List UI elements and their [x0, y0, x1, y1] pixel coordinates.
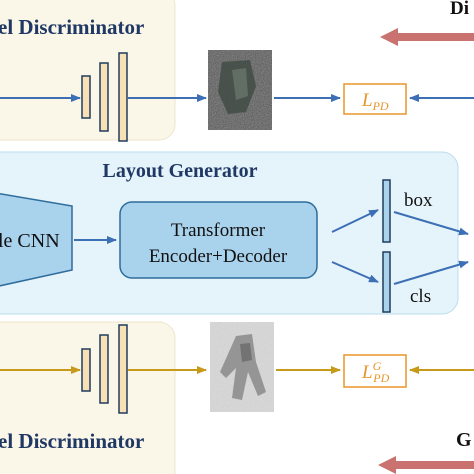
- bottom-layer-2: [99, 334, 109, 404]
- box-to-right-arrow: [393, 211, 469, 236]
- bottom-red-arrow: [378, 456, 474, 474]
- top-discriminator-title: el Discriminator: [0, 15, 144, 39]
- top-red-arrow: [380, 28, 474, 46]
- transformer-block: [119, 201, 318, 279]
- cls-to-right-arrow: [393, 260, 469, 285]
- bottom-loss-sub: PD: [372, 371, 389, 385]
- transformer-to-cls-arrow: [331, 261, 379, 283]
- bottom-layout-image: [210, 322, 274, 412]
- top-loss-main: L: [361, 90, 373, 111]
- top-layer-2: [99, 62, 109, 132]
- top-right-label: Di: [450, 0, 469, 19]
- top-loss-sub: PD: [372, 99, 389, 113]
- top-discriminator-layers: [81, 52, 128, 142]
- bottom-layer-3: [118, 324, 128, 414]
- top-feature-map-image: [208, 50, 272, 130]
- bottom-discriminator-title: el Discriminator: [0, 429, 144, 453]
- bottom-loss-sup: G: [373, 359, 382, 373]
- bottom-discriminator-layers: [81, 324, 128, 414]
- top-discriminator-panel: [0, 0, 176, 141]
- bottom-loss-main: L: [361, 362, 373, 383]
- bottom-loss-box: [343, 354, 407, 388]
- cls-label: cls: [410, 286, 431, 307]
- transformer-to-box-arrow: [331, 209, 379, 233]
- transformer-line2: Encoder+Decoder: [149, 246, 288, 267]
- top-layer-3: [118, 52, 128, 142]
- layout-generator-title: Layout Generator: [103, 160, 258, 182]
- bottom-discriminator-panel: [0, 321, 176, 474]
- cnn-block: [0, 192, 73, 287]
- cls-output-bar: [382, 251, 391, 313]
- top-loss-box: [343, 83, 407, 115]
- bottom-right-label: G: [456, 429, 472, 451]
- bottom-layer-1: [81, 348, 91, 392]
- top-layer-1: [81, 75, 91, 119]
- box-label: box: [404, 190, 433, 211]
- transformer-line1: Transformer: [171, 220, 266, 241]
- cnn-label: le CNN: [0, 230, 60, 252]
- top-loss-label: LPD: [361, 90, 389, 113]
- box-output-bar: [382, 179, 391, 243]
